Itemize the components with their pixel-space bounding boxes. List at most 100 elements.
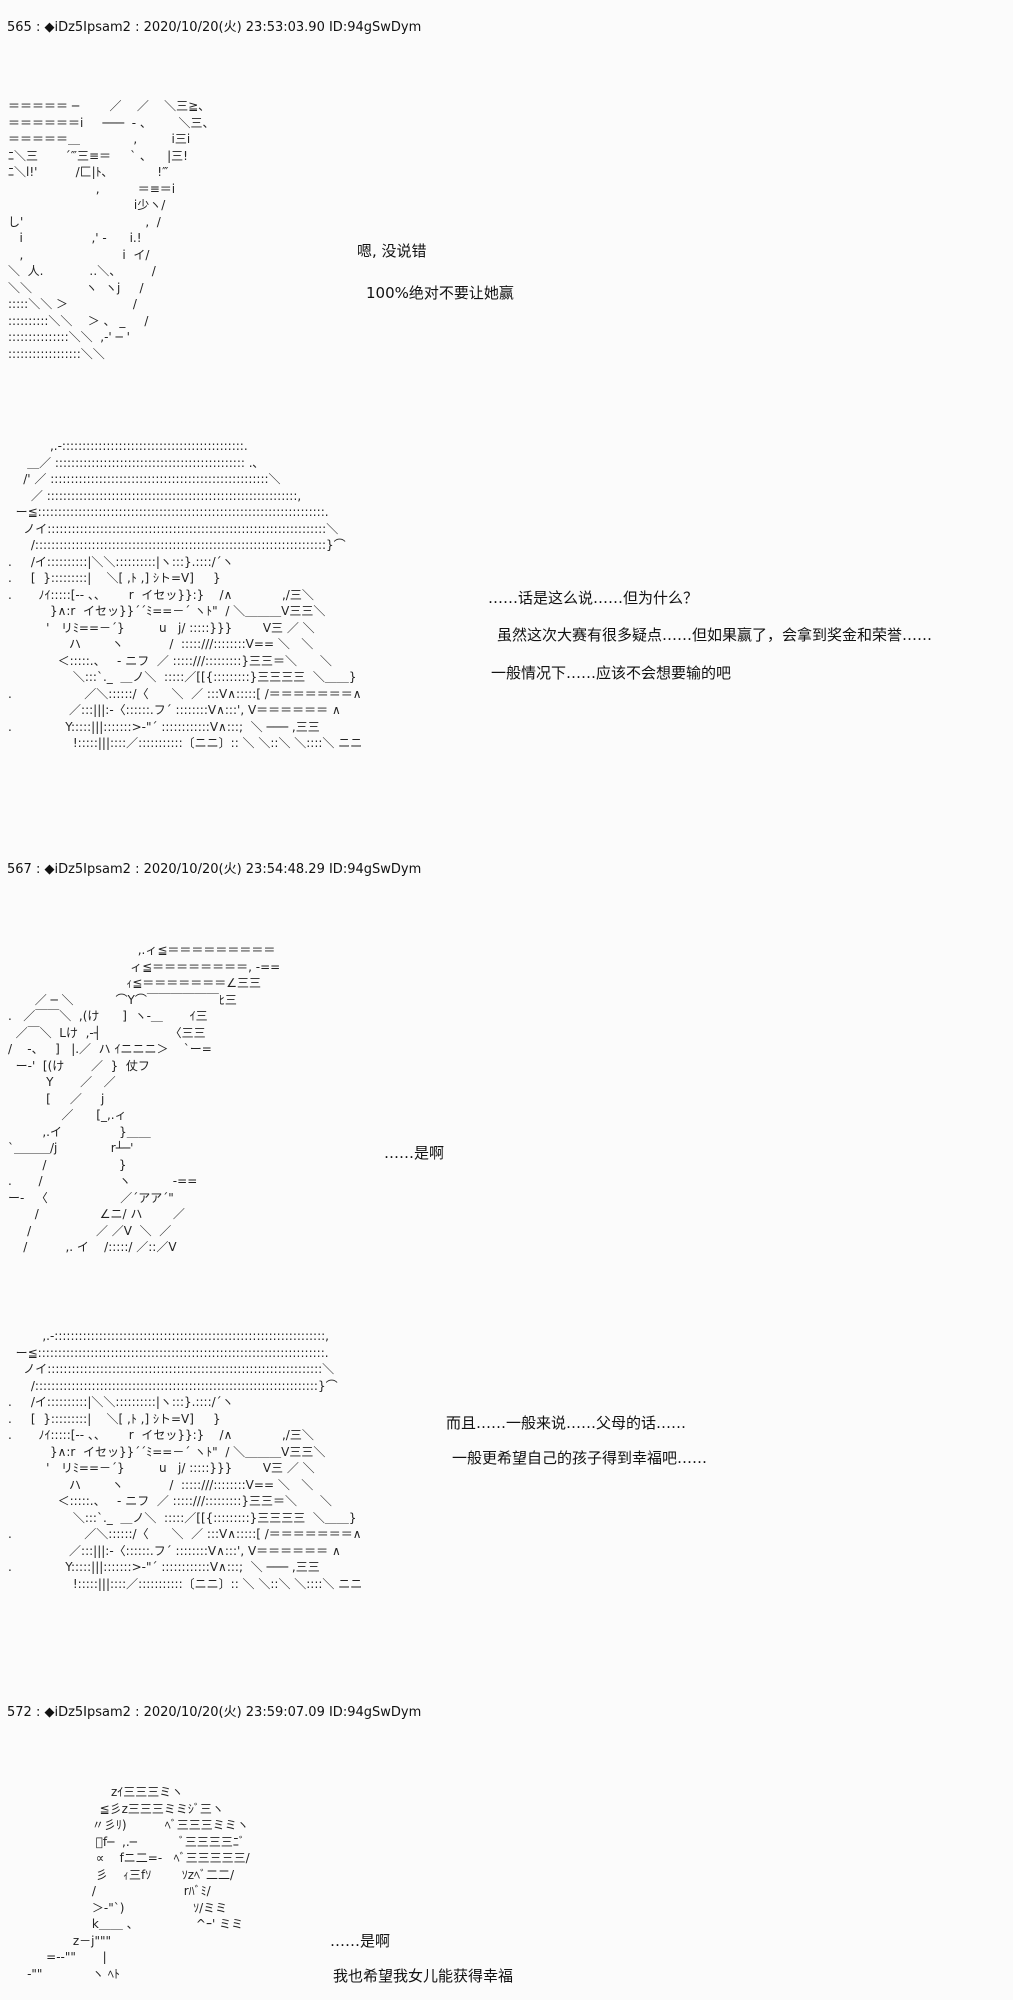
ascii-art: ,.-:::::::::::::::::::::::::::::::::::::…: [8, 438, 362, 752]
dialogue-line: ……是啊: [384, 1144, 445, 1162]
ascii-art-line: ー≦::::::::::::::::::::::::::::::::::::::…: [8, 1345, 329, 1360]
dialogue-line: 一般更希望自己的孩子得到幸福吧……: [452, 1449, 708, 1467]
ascii-art-line: ' リﾐ==－´} u j/ :::::}}} V三 ／ ＼: [8, 1461, 315, 1475]
ascii-art-line: /' ／ :::::::::::::::::::::::::::::::::::…: [8, 472, 281, 486]
ascii-art-line: . ﾉｲ:::::[-- 、、 r イセッ}}:} /∧ ,/三＼: [8, 1428, 314, 1442]
ascii-art-line: / ∠ニ/ ハ ／: [8, 1207, 185, 1221]
ascii-art-line: k＿＿ 、 ^ｰ' ミミ: [8, 1917, 244, 1931]
ascii-art-line: ／ [_,.ィ: [8, 1108, 127, 1122]
dialogue-line: 虽然这次大赛有很多疑点……但如果赢了，会拿到奖金和荣誉……: [497, 626, 933, 644]
ascii-art-line: / rﾊﾞﾐ/: [8, 1884, 211, 1898]
ascii-art-line: ＼ 人. ‥＼、 /: [8, 264, 156, 278]
ascii-art-line: . Y:::::|||:::::::>-"´ ::::::::::::V∧:::…: [8, 1560, 320, 1574]
ascii-art-line: ＝＝＝＝＝＝i ─── - 、 ＼三、: [8, 115, 215, 130]
ascii-art-line: ノイ::::::::::::::::::::::::::::::::::::::…: [8, 1362, 335, 1376]
ascii-art-line: ﾆ＼l!' /匚|ﾄ､ !‴: [8, 165, 169, 179]
ascii-art-line: !:::::|||::::／:::::::::::〔ニニ〕:: ＼ ＼::＼ ＼…: [8, 1576, 363, 1591]
ascii-art-line: `＿＿＿/j r┴─': [8, 1141, 134, 1155]
ascii-art: ,.ィ≦＝＝＝＝＝＝＝＝＝ ィ≦＝＝＝＝＝＝＝＝, -== ｨ≦＝＝＝＝＝＝＝∠…: [8, 942, 280, 1256]
ascii-art-line: ハ ヽ / :::::///::::::::V== ＼ ＼: [8, 1477, 314, 1492]
ascii-art-line: ,.イ }＿＿: [8, 1124, 151, 1139]
ascii-art-line: :::::::::::::::＼＼ ,-' ─ ': [8, 330, 130, 344]
ascii-art-line: ::::::::::::::::::＼＼: [8, 346, 105, 361]
dialogue-line: 100%绝对不要让她赢: [366, 284, 514, 302]
ascii-art-line: ＝＝＝＝＝ ─ ／ ／ ＼三≧、: [8, 99, 211, 113]
dialogue-line: ……是啊: [330, 1932, 391, 1950]
ascii-art-line: . / ヽ -==: [8, 1174, 198, 1188]
ascii-art-line: ＼:::`._ ＿ノ＼ :::::／[[{:::::::::}三三三三 ＼＿＿}: [8, 1510, 357, 1525]
ascii-art-line: . ﾉｲ:::::[-- 、、 r イセッ}}:} /∧ ,/三＼: [8, 587, 314, 602]
ascii-art-line: ＼＼ ヽ ヽj /: [8, 280, 144, 295]
ascii-art-line: ﾞf─ ,.─ ﾞ三三三三ﾆﾞ: [8, 1834, 245, 1849]
ascii-art-line: , ＝≡＝i: [8, 181, 176, 196]
dialogue-line: ……话是这么说……但为什么？: [488, 589, 699, 607]
ascii-art-line: [ ／ j: [8, 1091, 105, 1106]
post-header: 572 : ◆iDz5Ipsam2 : 2020/10/20(火) 23:59:…: [7, 1705, 422, 1720]
ascii-art-line: . [ }:::::::::| ＼[ ,ﾄ ,] ｼト=V] }: [8, 571, 221, 585]
ascii-art-line: z－j""": [8, 1933, 112, 1948]
ascii-art-line: / }: [8, 1157, 127, 1172]
ascii-art-line: ＜:::::.、 - ニフ ／ :::::///:::::::::}三三＝＼ ＼: [8, 653, 332, 668]
ascii-art-line: . /イ::::::::::|＼＼::::::::::|ヽ:::}.::::/´…: [8, 554, 234, 569]
dialogue-line: 我也希望我女儿能获得幸福: [333, 1967, 514, 1985]
ascii-art-line: }∧:r イセッ}}´´ﾐ==－´ ヽﾄ" / ＼＿＿＿V三三＼: [8, 604, 326, 618]
ascii-art-line: ／ ::::::::::::::::::::::::::::::::::::::…: [8, 488, 302, 503]
dialogue-line: 一般情况下……应该不会想要输的吧: [491, 664, 732, 682]
ascii-art-line: ＿／ :::::::::::::::::::::::::::::::::::::…: [8, 455, 259, 470]
ascii-art-line: ／ ─ ＼ ⌒Y⌒￣￣￣￣￣￣ﾋ三: [8, 992, 237, 1007]
ascii-art-line: !:::::|||::::／:::::::::::〔ニニ〕:: ＼ ＼::＼ ＼…: [8, 736, 363, 750]
ascii-art-line: / ／ ／V ＼ ／: [8, 1223, 172, 1238]
ascii-art-line: ｨ≦＝＝＝＝＝＝＝∠三三: [8, 976, 262, 990]
ascii-art-line: し' , /: [8, 214, 161, 229]
ascii-art-line: 〃彡ﾘ) ﾍﾞ三三三ミミヽ: [8, 1818, 249, 1832]
ascii-art-line: ,.ィ≦＝＝＝＝＝＝＝＝＝: [8, 943, 276, 957]
ascii-art-line: . ／￣￣＼ ,(け ] ヽ-＿ ｲ三: [8, 1009, 208, 1023]
ascii-art-line: , i イ/: [8, 247, 150, 262]
post-header: 565 : ◆iDz5Ipsam2 : 2020/10/20(火) 23:53:…: [7, 20, 422, 35]
ascii-art-line: . /イ::::::::::|＼＼::::::::::|ヽ:::}.::::/´…: [8, 1395, 234, 1409]
ascii-art-line: ＼:::`._ ＿ノ＼ :::::／[[{:::::::::}三三三三 ＼＿＿}: [8, 670, 357, 684]
dialogue-line: 嗯, 没说错: [357, 242, 427, 260]
ascii-art-line: ≦彡z三三三ミミｼﾞ三ヽ: [8, 1801, 224, 1816]
ascii-art-line: . Y:::::|||:::::::>-"´ ::::::::::::V∧:::…: [8, 719, 320, 734]
ascii-art-line: ::::::::::＼＼ ＞ 、 _ /: [8, 313, 149, 328]
ascii-art-line: ハ ヽ / :::::///::::::::V== ＼ ＼: [8, 637, 314, 651]
ascii-art-line: zｲ三三三ミヽ: [8, 1785, 184, 1799]
ascii-art: ＝＝＝＝＝ ─ ／ ／ ＼三≧、 ＝＝＝＝＝＝i ─── - 、 ＼三、 ＝＝＝＝＝…: [8, 98, 215, 362]
ascii-art-line: ＝＝＝＝＝＿ , i三i: [8, 132, 191, 146]
ascii-art-line: i少ヽ/: [8, 198, 166, 212]
ascii-art-line: / -、 ] |.／ ハ ｲニニニ＞ `ー=: [8, 1042, 212, 1056]
ascii-art-line: i ,' - i.!: [8, 231, 142, 245]
ascii-art-line: . [ }:::::::::| ＼[ ,ﾄ ,] ｼト=V] }: [8, 1411, 221, 1426]
ascii-art-line: ィ≦＝＝＝＝＝＝＝＝, -==: [8, 959, 281, 974]
ascii-art-line: . ／＼::::::/〈 ＼ ／ :::V∧:::::[ /＝＝＝＝＝＝＝∧: [8, 686, 362, 701]
ascii-art-line: ー≦::::::::::::::::::::::::::::::::::::::…: [8, 505, 329, 519]
ascii-art-line: ／￣＼ Lけ ,-┤ 〈三三: [8, 1025, 206, 1040]
ascii-art: zｲ三三三ミヽ ≦彡z三三三ミミｼﾞ三ヽ 〃彡ﾘ) ﾍﾞ三三三ミミヽ ﾞf─ ,…: [8, 1784, 250, 1982]
ascii-art-line: /:::::::::::::::::::::::::::::::::::::::…: [8, 1378, 338, 1393]
ascii-art: ,.-:::::::::::::::::::::::::::::::::::::…: [8, 1328, 362, 1592]
ascii-art-line: 彡 ｨ三fｿ ｿzﾍﾞ二二/: [8, 1867, 235, 1882]
ascii-art-line: }∧:r イセッ}}´´ﾐ==－´ ヽﾄ" / ＼＿＿＿V三三＼: [8, 1444, 326, 1459]
ascii-art-line: ,.-:::::::::::::::::::::::::::::::::::::…: [8, 1329, 329, 1343]
ascii-art-line: ' リﾐ==－´} u j/ :::::}}} V三 ／ ＼: [8, 620, 315, 635]
ascii-art-line: . ／＼::::::/〈 ＼ ／ :::V∧:::::[ /＝＝＝＝＝＝＝∧: [8, 1527, 362, 1541]
ascii-art-line: ／:::|||:-〈::::::.フ´ ::::::::V∧:::', V＝＝＝…: [8, 703, 341, 717]
ascii-art-line: ノイ::::::::::::::::::::::::::::::::::::::…: [8, 521, 339, 536]
ascii-art-line: :::::＼＼ ＞ /: [8, 297, 137, 311]
ascii-art-line: ／:::|||:-〈::::::.フ´ ::::::::V∧:::', V＝＝＝…: [8, 1543, 341, 1558]
post-header: 567 : ◆iDz5Ipsam2 : 2020/10/20(火) 23:54:…: [7, 862, 422, 877]
dialogue-line: 而且……一般来说……父母的话……: [446, 1414, 687, 1432]
ascii-art-line: ﾆ＼三 ´‴三≡＝ ` 、 |三!: [8, 148, 188, 163]
ascii-art-line: ‐"" ヽ ﾍﾄ: [8, 1966, 120, 1981]
ascii-art-line: ー- 〈 ／´アア´": [8, 1190, 174, 1205]
ascii-art-line: ー-' [(け ／ } 仗フ: [8, 1058, 150, 1073]
ascii-art-line: ＜:::::.、 - ニフ ／ :::::///:::::::::}三三＝＼ ＼: [8, 1494, 332, 1508]
ascii-art-line: /:::::::::::::::::::::::::::::::::::::::…: [8, 538, 346, 552]
ascii-art-line: / ,. イ /:::::/ ／::／V: [8, 1240, 177, 1254]
ascii-art-line: Y ／ ／: [8, 1075, 116, 1089]
ascii-art-line: ∝ fニ二=- ﾍﾞ三三三三三/: [8, 1851, 250, 1865]
ascii-art-line: ＞‐"`) ｿ/ミミ: [8, 1900, 228, 1915]
ascii-art-line: ,.-:::::::::::::::::::::::::::::::::::::…: [8, 439, 248, 453]
ascii-art-line: =-‐"" |: [8, 1950, 107, 1964]
